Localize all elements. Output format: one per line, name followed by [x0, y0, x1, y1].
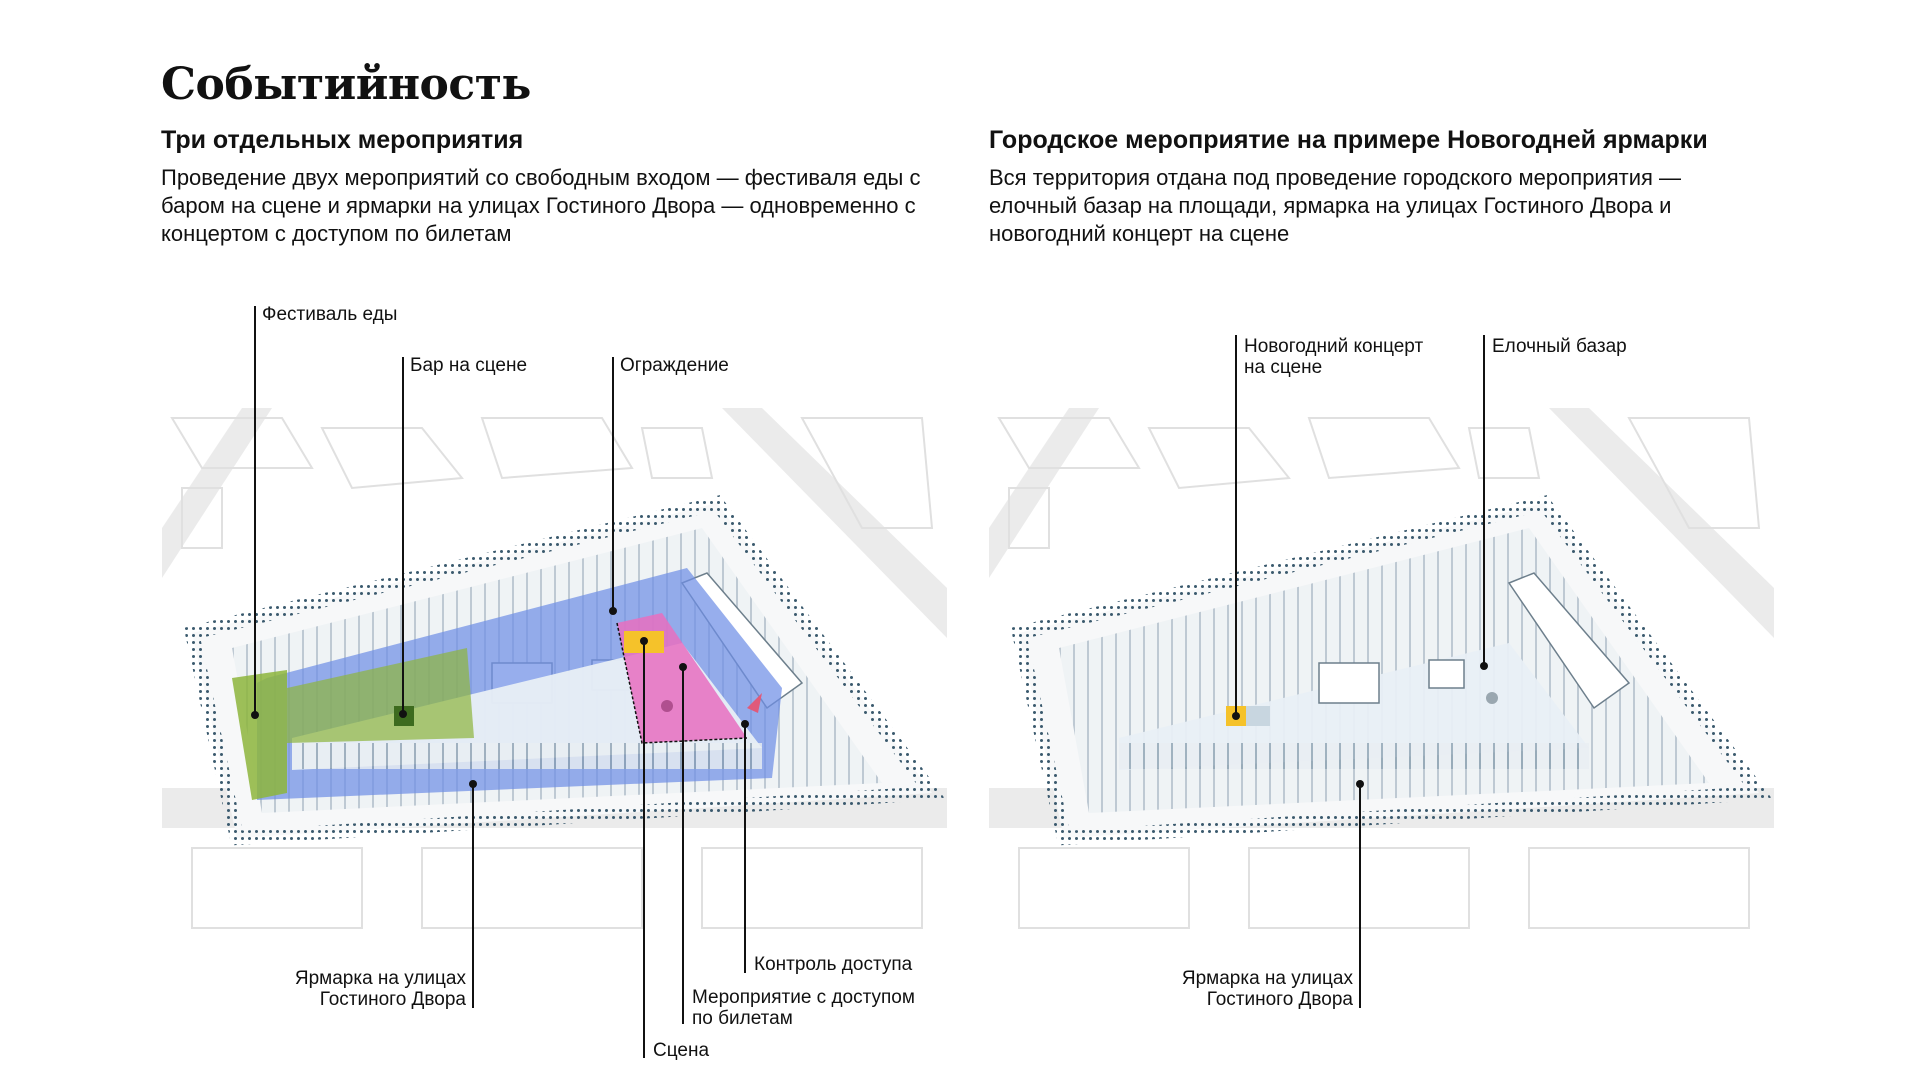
- pointer-dot: [679, 663, 687, 671]
- leader-stage: [643, 640, 645, 1058]
- pointer-dot: [1232, 712, 1240, 720]
- leader-ticketed: [682, 666, 684, 1024]
- pointer-dot: [399, 710, 407, 718]
- label-food-festival: Фестиваль еды: [262, 304, 398, 325]
- right-site-plan: [989, 408, 1774, 940]
- leader-access-control: [744, 723, 746, 973]
- pointer-dot: [609, 607, 617, 615]
- surrounding-buildings: [997, 417, 1761, 929]
- leader-food-festival: [254, 306, 256, 714]
- left-site-plan: [162, 408, 947, 940]
- leader-stage-bar: [402, 357, 404, 713]
- access-arrow-icon: [747, 693, 762, 713]
- label-ticketed-2: по билетам: [692, 1008, 793, 1029]
- right-section-title: Городское мероприятие на примере Новогод…: [989, 126, 1708, 154]
- label-ticketed-1: Мероприятие с доступом: [692, 987, 915, 1008]
- pointer-dot: [1480, 662, 1488, 670]
- label-fence: Ограждение: [620, 355, 729, 376]
- pointer-dot: [741, 720, 749, 728]
- label-concert-1: Новогодний концерт: [1244, 336, 1424, 357]
- label-concert-2: на сцене: [1244, 357, 1323, 378]
- food-festival-area: [232, 670, 287, 800]
- label-access-control: Контроль доступа: [754, 954, 913, 975]
- pointer-dot: [1356, 780, 1364, 788]
- label-stage: Сцена: [653, 1040, 710, 1061]
- pointer-dot: [640, 637, 648, 645]
- left-section-title: Три отдельных мероприятия: [161, 126, 524, 154]
- leader-fair-right: [1359, 783, 1361, 1008]
- pointer-dot: [469, 780, 477, 788]
- label-fair-right-1: Ярмарка на улицах: [1181, 968, 1353, 989]
- leader-tree-market: [1483, 335, 1485, 665]
- label-fair-left-2: Гостиного Двора: [319, 989, 466, 1010]
- stage-bar-area: [287, 648, 474, 743]
- label-fair-left-1: Ярмарка на улицах: [294, 968, 466, 989]
- surrounding-buildings: [170, 417, 934, 929]
- leader-fair-left: [472, 783, 474, 1008]
- label-stage-bar: Бар на сцене: [410, 355, 528, 376]
- label-tree-market: Елочный базар: [1492, 336, 1627, 357]
- leader-concert: [1235, 335, 1237, 715]
- page-title: Событийность: [161, 59, 531, 111]
- pointer-dot: [251, 711, 259, 719]
- label-fair-right-2: Гостиного Двора: [1206, 989, 1353, 1010]
- right-section-description: Вся территория отдана под проведение гор…: [989, 165, 1682, 246]
- leader-fence: [612, 357, 614, 610]
- left-section-description: Проведение двух мероприятий со свободным…: [161, 165, 921, 246]
